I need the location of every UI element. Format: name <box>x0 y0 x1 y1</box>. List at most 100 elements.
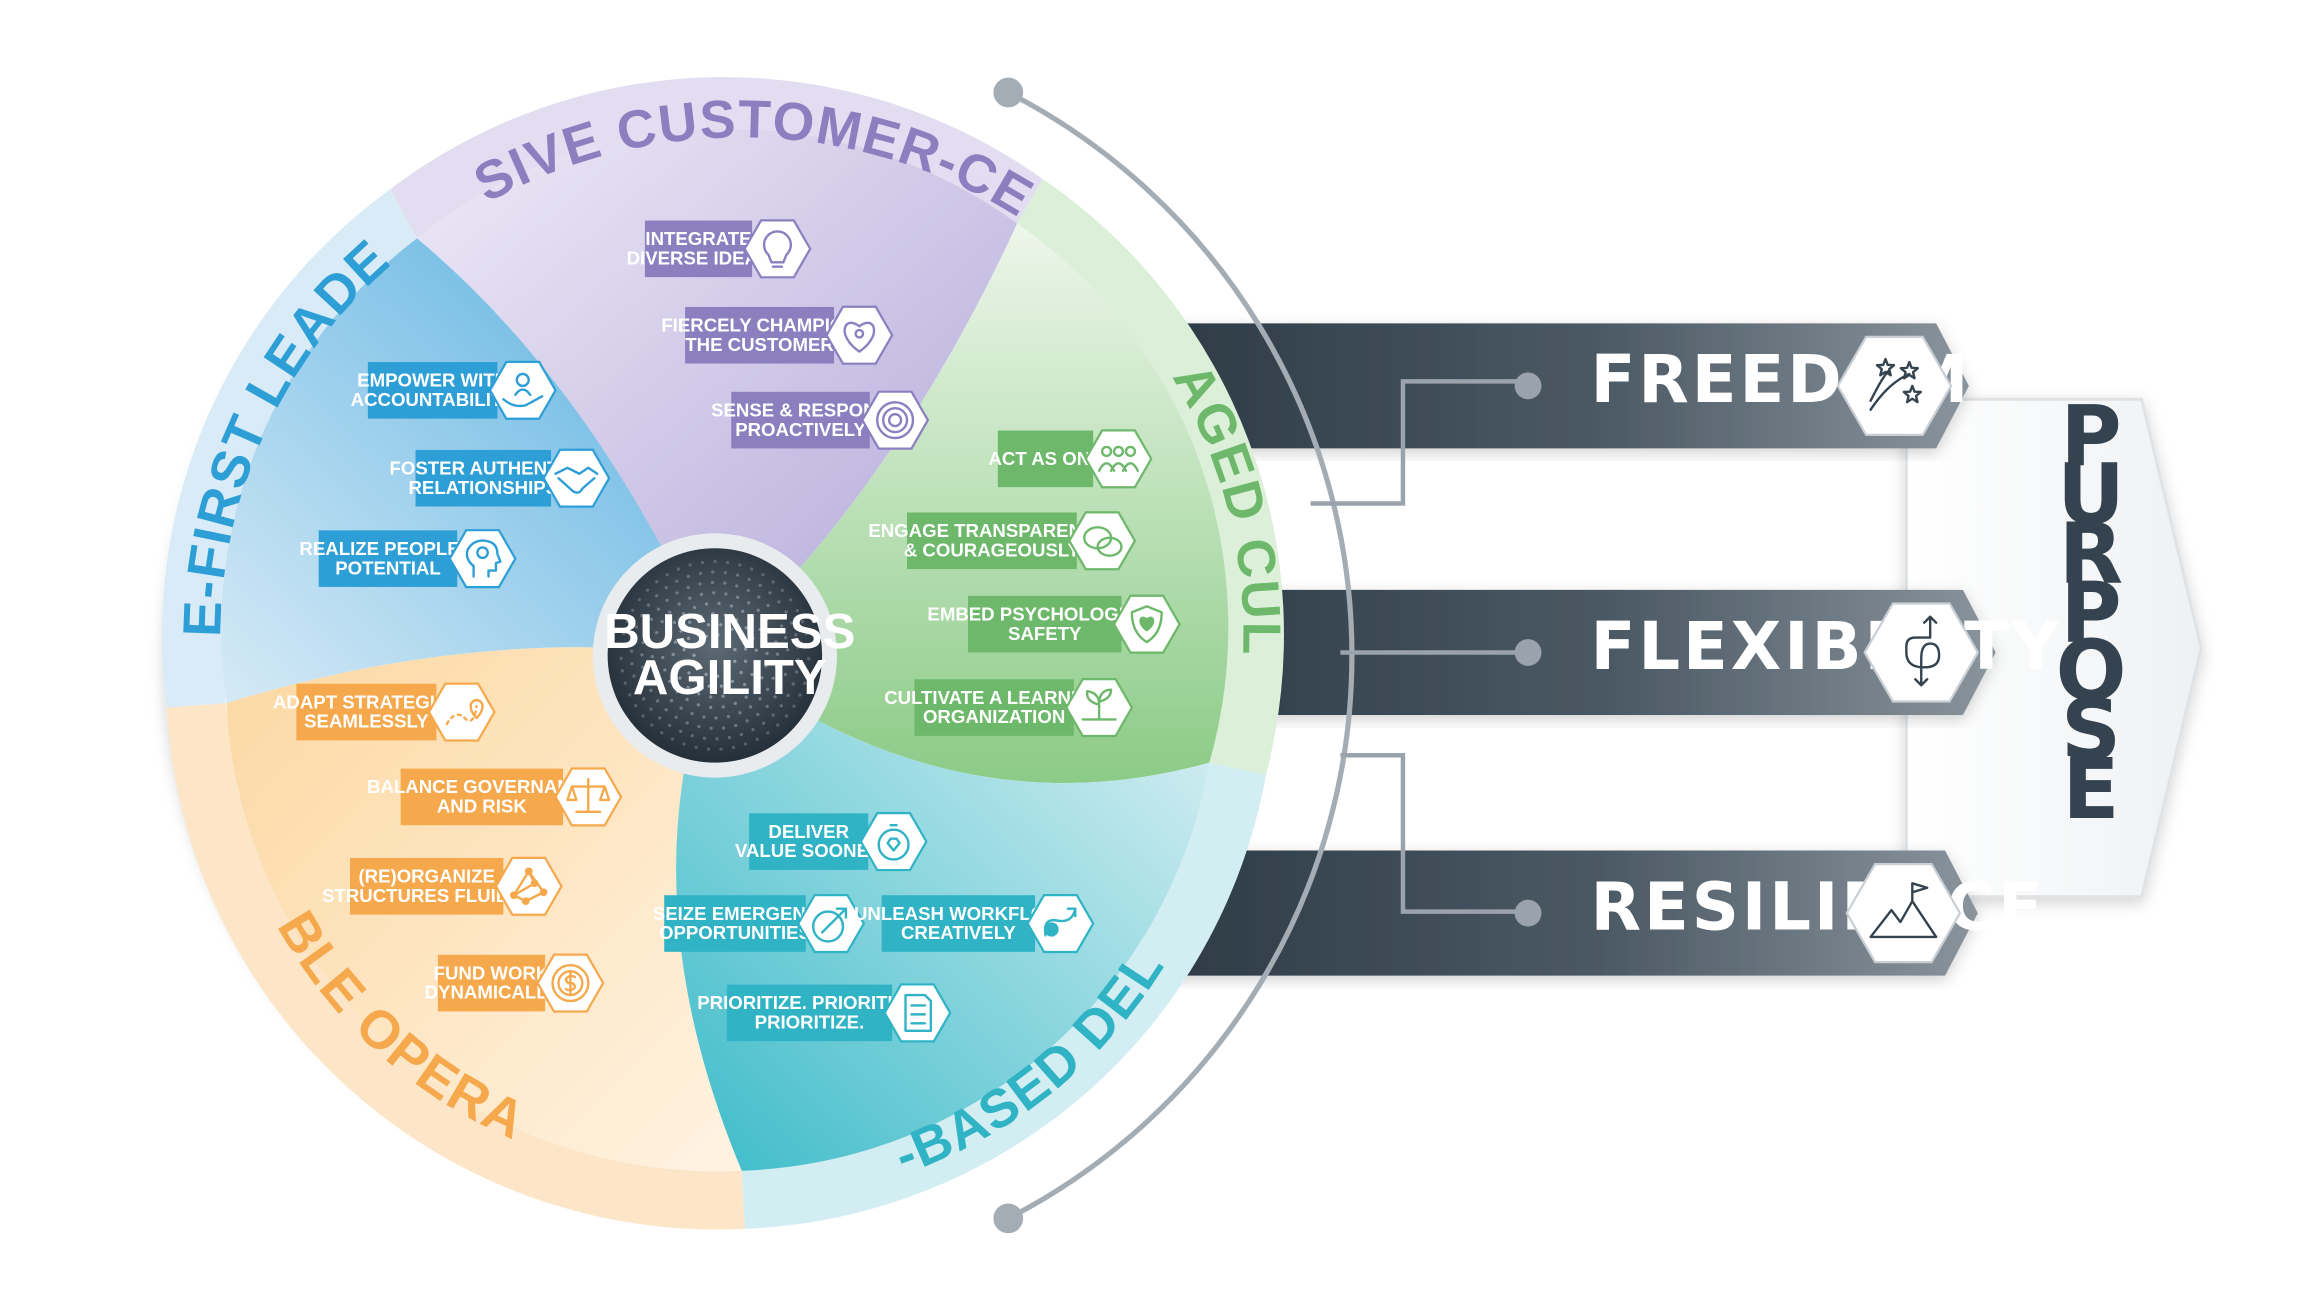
practice-card: ENGAGE TRANSPARENTLY& COURAGEOUSLY <box>868 511 1137 571</box>
center-dot <box>805 669 810 673</box>
center-dot <box>664 708 668 712</box>
center-dot <box>786 693 790 697</box>
center-dot <box>777 600 781 604</box>
center-dot <box>711 612 715 616</box>
practice-card-label: FOSTER AUTHENTIC <box>390 457 577 478</box>
center-dot <box>704 672 708 676</box>
hexagon-badge <box>825 305 894 365</box>
center-dot <box>619 644 624 648</box>
center-dot <box>794 633 798 637</box>
practice-card-label: CULTIVATE A LEARNING <box>884 687 1104 708</box>
center-dot <box>729 604 734 608</box>
center-dot <box>766 731 770 735</box>
center-dot <box>707 684 711 688</box>
center-dot <box>634 625 639 629</box>
center-dot <box>660 731 664 735</box>
center-dot <box>698 582 702 586</box>
center-dot <box>771 713 775 717</box>
center-dot <box>721 694 725 698</box>
practice-card-label: (RE)ORGANIZE <box>358 866 494 887</box>
center-dot <box>750 567 754 571</box>
center-dot <box>673 665 677 669</box>
center-dot <box>679 629 683 633</box>
center-dot <box>771 676 775 680</box>
target-arrow-icon <box>811 907 848 943</box>
practice-card-label: & COURAGEOUSLY <box>904 539 1081 560</box>
center-dot <box>800 620 805 624</box>
practice-card-bg <box>997 430 1094 488</box>
center-dot <box>641 640 645 645</box>
shooting-stars-icon <box>1869 357 1922 411</box>
center-dot <box>733 659 737 664</box>
handshake-icon <box>554 466 599 494</box>
center-dot <box>730 627 734 631</box>
center-dot <box>655 631 659 635</box>
purpose-letter: R <box>2059 505 2123 602</box>
center-dot <box>670 737 675 741</box>
center-dot <box>688 620 692 624</box>
center-dot <box>753 686 757 690</box>
center-dot <box>750 672 754 677</box>
center-dot <box>719 684 723 688</box>
center-dot <box>741 609 745 614</box>
center-dot <box>726 638 731 642</box>
center-dot <box>738 711 742 715</box>
heart-person-icon <box>843 321 876 353</box>
center-dot <box>704 602 709 606</box>
practice-card-label: INTEGRATE <box>645 228 751 249</box>
center-dot <box>721 726 726 730</box>
center-dot <box>785 660 790 664</box>
practice-card-bg <box>726 984 893 1042</box>
center-dot <box>697 692 701 696</box>
center-dot <box>665 573 669 577</box>
center-dot <box>717 601 721 606</box>
center-dot <box>779 684 783 688</box>
center-dot <box>706 623 711 627</box>
center-dot <box>649 688 653 693</box>
center-dot <box>716 633 720 637</box>
center-dot <box>719 623 723 627</box>
center-dot <box>696 680 700 684</box>
practice-card-label: UNLEASH WORKFLOW <box>854 903 1063 924</box>
center-dot <box>688 563 692 567</box>
center-dot <box>636 686 640 690</box>
practice-card-label: EMBED PSYCHOLOGICAL <box>927 603 1162 624</box>
center-dot <box>776 723 780 727</box>
center-dot <box>690 734 694 738</box>
practice-card-bg <box>318 530 458 587</box>
center-dot <box>675 689 679 694</box>
center-dot <box>621 631 626 636</box>
center-dot <box>714 716 718 720</box>
practice-card-bg <box>749 813 869 870</box>
lightbulb-puzzle-icon <box>762 230 793 268</box>
center-dot <box>758 627 762 632</box>
center-dot <box>743 742 748 746</box>
center-dot <box>780 588 784 593</box>
center-dot <box>743 647 748 651</box>
practice-card-bg <box>296 683 437 741</box>
center-dot <box>685 697 689 702</box>
center-dot <box>655 678 660 683</box>
center-dot <box>644 677 648 681</box>
center-dot <box>733 701 737 706</box>
center-dot <box>631 608 635 612</box>
plant-book-icon <box>1081 688 1117 721</box>
center-dot <box>702 715 706 719</box>
center-dot <box>784 610 788 614</box>
center-dot <box>639 613 644 618</box>
practice-card-bg <box>400 768 563 826</box>
center-dot <box>650 723 654 727</box>
center-dot <box>650 654 654 659</box>
stopwatch-diamond-icon <box>877 824 910 861</box>
center-dot <box>698 614 703 618</box>
center-dot <box>711 570 715 574</box>
practice-card-label: REALIZE PEOPLE'S <box>299 538 476 559</box>
practice-card-label: BALANCE GOVERNANCE <box>367 776 597 797</box>
center-dot <box>625 620 629 624</box>
